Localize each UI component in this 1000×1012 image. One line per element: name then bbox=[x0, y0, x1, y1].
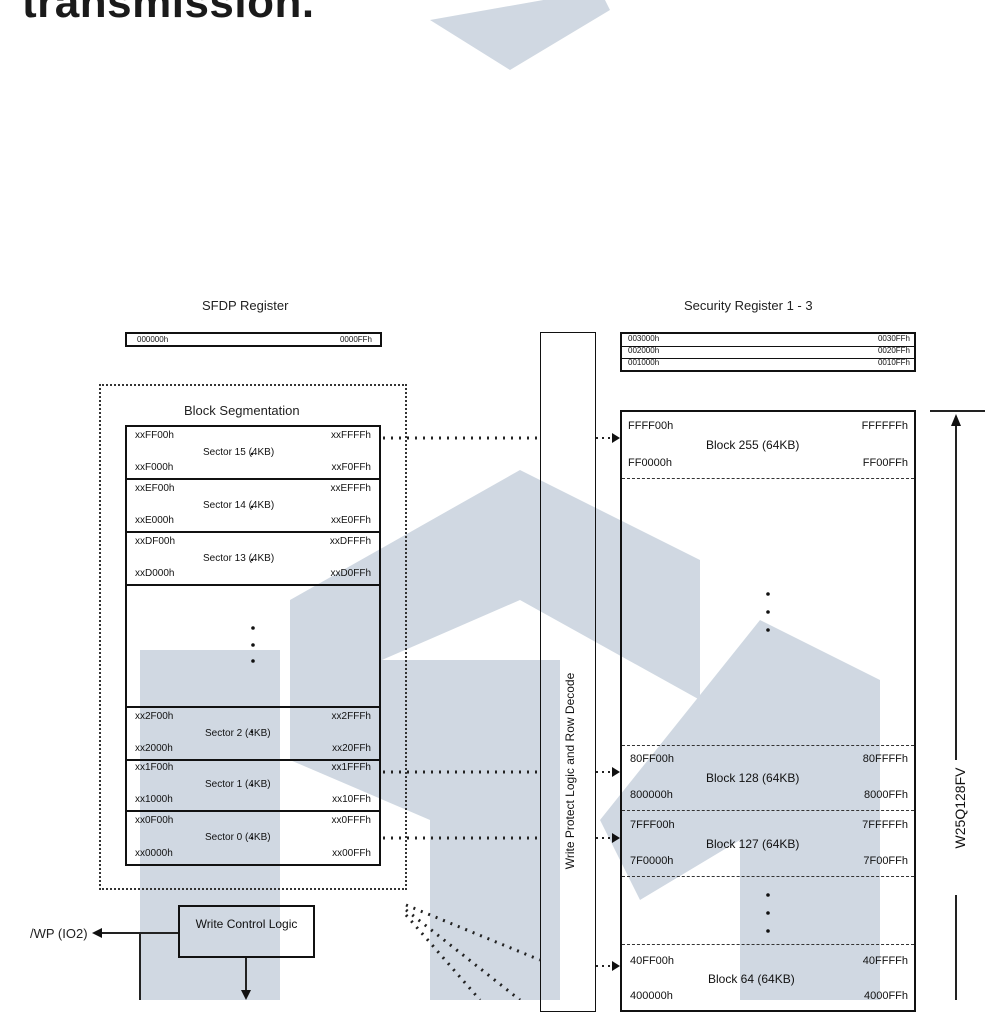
block-bottom-address: 400000h bbox=[630, 990, 673, 1002]
sector-label: Sector 0 (4KB) bbox=[205, 832, 271, 843]
security-title: Security Register 1 - 3 bbox=[684, 298, 813, 313]
block-top-end: 80FFFFh bbox=[862, 753, 908, 765]
sector-label: Sector 14 (4KB) bbox=[203, 500, 275, 511]
block-top-address: 7FFF00h bbox=[630, 819, 675, 831]
wp-pin-label: /WP (IO2) bbox=[30, 926, 88, 941]
security-row-end: 0010FFh bbox=[877, 358, 910, 367]
block-top-end: FFFFFFh bbox=[861, 420, 908, 432]
block-bottom-address: FF0000h bbox=[628, 457, 673, 469]
page-heading: transmission. bbox=[22, 0, 315, 27]
sector-bottom-end: xx10FFh bbox=[332, 794, 371, 805]
sector-top-end: xxFFFFh bbox=[331, 430, 371, 441]
block-top-address: 80FF00h bbox=[630, 753, 675, 765]
sector-bottom-address: xxE000h bbox=[135, 515, 174, 526]
block-top-address: FFFF00h bbox=[628, 420, 674, 432]
sector-bottom-address: xx2000h bbox=[135, 743, 173, 754]
sector-bottom-end: xxD0FFh bbox=[330, 568, 371, 579]
sector-bottom-address: xxF000h bbox=[135, 462, 174, 473]
block-cell: 80FF00h 80FFFFh Block 128 (64KB) 800000h… bbox=[622, 745, 914, 811]
sector-bottom-end: xx20FFh bbox=[332, 743, 371, 754]
segmentation-title: Block Segmentation bbox=[184, 403, 300, 418]
sfdp-title: SFDP Register bbox=[202, 298, 289, 313]
sector-bottom-end: xxF0FFh bbox=[331, 462, 371, 473]
block-top-end: 40FFFFh bbox=[862, 955, 908, 967]
sector-top-end: xxEFFFh bbox=[330, 483, 371, 494]
sector-top-end: xx2FFFh bbox=[331, 711, 371, 722]
sector-top-address: xx2F00h bbox=[135, 711, 174, 722]
sector-top-address: xxDF00h bbox=[135, 536, 176, 547]
sector-column bbox=[125, 425, 381, 866]
block-bottom-end: 7F00FFh bbox=[863, 855, 908, 867]
block-bottom-end: 8000FFh bbox=[863, 789, 908, 801]
block-bottom-address: 7F0000h bbox=[630, 855, 674, 867]
sector-top-end: xx1FFFh bbox=[331, 762, 371, 773]
block-cell: FFFF00h FFFFFFh Block 255 (64KB) FF0000h… bbox=[622, 412, 914, 479]
block-top-address: 40FF00h bbox=[630, 955, 675, 967]
sector-label: Sector 15 (4KB) bbox=[203, 447, 275, 458]
security-row: 003000h 0030FFh bbox=[622, 334, 914, 347]
security-row-end: 0030FFh bbox=[877, 334, 910, 343]
sfdp-start: 000000h bbox=[137, 335, 169, 344]
sector-bottom-end: xxE0FFh bbox=[330, 515, 371, 526]
sfdp-register-box: 000000h 0000FFh bbox=[125, 332, 382, 347]
block-segmentation-region bbox=[99, 384, 407, 890]
block-cell: 40FF00h 40FFFFh Block 64 (64KB) 400000h … bbox=[622, 944, 914, 1002]
security-row-start: 001000h bbox=[628, 358, 660, 367]
sfdp-end: 0000FFh bbox=[339, 335, 372, 344]
block-cell: 7FFF00h 7FFFFFh Block 127 (64KB) 7F0000h… bbox=[622, 810, 914, 877]
block-bottom-address: 800000h bbox=[630, 789, 673, 801]
sector-label: Sector 13 (4KB) bbox=[203, 553, 275, 564]
sector-cell: xx1F00h xx1FFFh Sector 1 (4KB) xx1000h x… bbox=[127, 759, 379, 812]
security-row: 001000h 0010FFh bbox=[622, 358, 914, 370]
sector-label: Sector 2 (4KB) bbox=[205, 728, 271, 739]
block-label: Block 255 (64KB) bbox=[706, 438, 800, 452]
block-label: Block 128 (64KB) bbox=[706, 771, 800, 785]
security-register-box: 003000h 0030FFh 002000h 0020FFh 001000h … bbox=[620, 332, 916, 372]
sector-top-end: xxDFFFh bbox=[329, 536, 371, 547]
write-control-logic-box: Write Control Logic bbox=[178, 905, 315, 958]
sector-cell: xxFF00h xxFFFFh Sector 15 (4KB) xxF000h … bbox=[127, 427, 379, 480]
security-row-start: 002000h bbox=[628, 346, 660, 355]
security-row-end: 0020FFh bbox=[877, 346, 910, 355]
block-bottom-end: 4000FFh bbox=[863, 990, 908, 1002]
security-row-start: 003000h bbox=[628, 334, 660, 343]
write-control-label: Write Control Logic bbox=[195, 917, 298, 931]
sector-cell: xxDF00h xxDFFFh Sector 13 (4KB) xxD000h … bbox=[127, 533, 379, 586]
sector-cell: xx0F00h xx0FFFh Sector 0 (4KB) xx0000h x… bbox=[127, 812, 379, 864]
sector-cell: xxEF00h xxEFFFh Sector 14 (4KB) xxE000h … bbox=[127, 480, 379, 533]
sector-bottom-address: xx0000h bbox=[135, 848, 173, 859]
sector-label: Sector 1 (4KB) bbox=[205, 779, 271, 790]
sector-bottom-end: xx00FFh bbox=[332, 848, 371, 859]
sector-top-address: xxFF00h bbox=[135, 430, 174, 441]
sector-bottom-address: xx1000h bbox=[135, 794, 173, 805]
sector-top-end: xx0FFFh bbox=[331, 815, 371, 826]
sector-top-address: xxEF00h bbox=[135, 483, 175, 494]
block-bottom-end: FF00FFh bbox=[862, 457, 908, 469]
sector-top-address: xx1F00h bbox=[135, 762, 174, 773]
sector-bottom-address: xxD000h bbox=[135, 568, 175, 579]
block-label: Block 64 (64KB) bbox=[708, 972, 795, 986]
security-row: 002000h 0020FFh bbox=[622, 346, 914, 359]
sector-cell: xx2F00h xx2FFFh Sector 2 (4KB) xx2000h x… bbox=[127, 706, 379, 761]
sector-top-address: xx0F00h bbox=[135, 815, 174, 826]
block-top-end: 7FFFFFh bbox=[862, 819, 908, 831]
block-label: Block 127 (64KB) bbox=[706, 837, 800, 851]
